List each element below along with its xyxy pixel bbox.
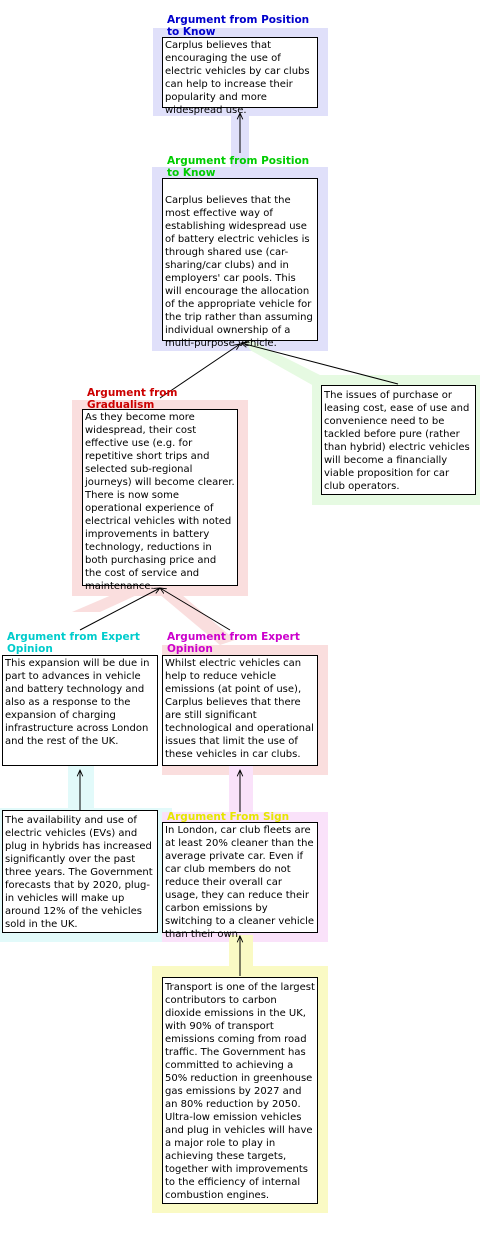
node-london: In London, car club fleets are at least … [162,822,318,940]
node-transport: Transport is one of the largest contribu… [162,977,318,1204]
node-issues: The issues of purchase or leasing cost, … [321,385,476,495]
node-gradualism: As they become more widespread, their co… [82,409,238,592]
node-whilst: Whilst electric vehicles can help to red… [162,655,318,766]
node-shared-use: Carplus believes that the most effective… [162,178,318,349]
scheme-label-top: Argument from Position to Know [167,14,310,38]
scheme-label-sign: Argument From Sign [167,811,290,823]
link-expansion-to-gradualism [79,588,160,631]
node-availability: The availability and use of electric veh… [2,810,158,933]
link-issues-to-second [241,343,399,385]
scheme-label-second: Argument from Position to Know [167,155,310,179]
scheme-label-expert-left: Argument from Expert Opinion [7,631,140,655]
link-gradualism-to-second [159,344,240,399]
node-top-claim: Carplus believes that encouraging the us… [162,37,318,116]
link-whilst-to-gradualism [160,588,231,631]
node-expansion: This expansion will be due in part to ad… [2,655,158,766]
scheme-label-gradualism: Argument from Gradualism [87,387,178,411]
scheme-label-expert-right: Argument from Expert Opinion [167,631,300,655]
